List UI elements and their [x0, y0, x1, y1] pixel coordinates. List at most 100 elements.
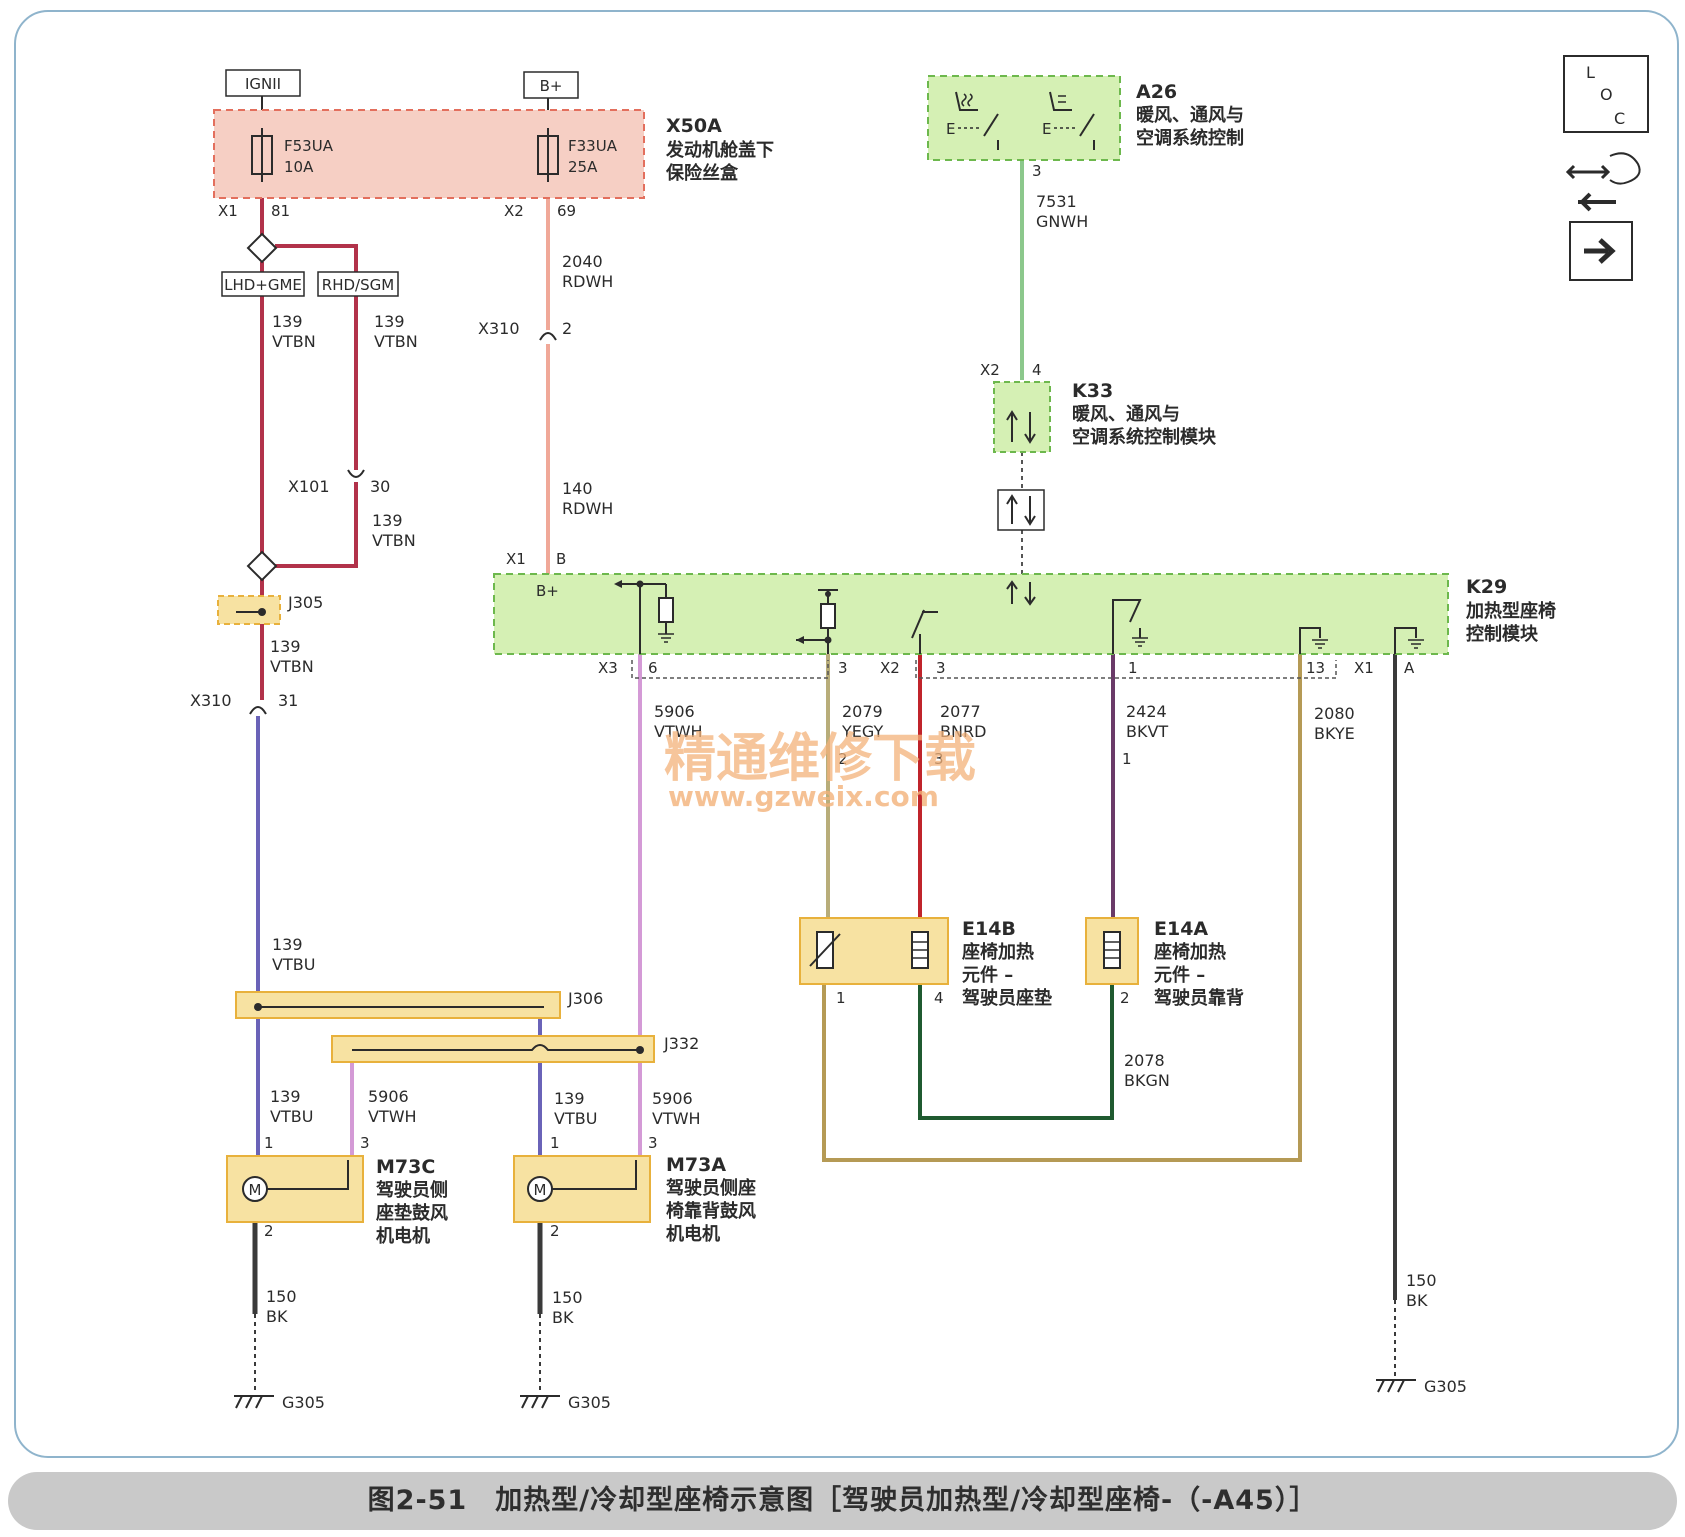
e14b-id: E14B	[962, 918, 1016, 940]
a26-desc-2: 空调系统控制	[1136, 127, 1244, 149]
inline-connector-x310-2	[539, 332, 557, 341]
figure-caption: 图2-51 加热型/冷却型座椅示意图［驾驶员加热型/冷却型座椅-（-A45）］	[367, 1485, 1318, 1516]
pin-k29-6: 6	[648, 659, 658, 677]
wire-label-vtwh-b: VTWH	[368, 1107, 417, 1126]
ground-g305-3: G305	[1424, 1377, 1467, 1396]
wire-label-vtbu-b: VTBU	[270, 1107, 313, 1126]
wire-label-bk-c: BK	[1406, 1291, 1428, 1310]
conn-k29-x1b: X1	[1354, 659, 1374, 677]
k29-desc-2: 控制模块	[1466, 623, 1539, 645]
svg-text:L: L	[1586, 63, 1595, 82]
e14a-heater-element	[1085, 917, 1139, 985]
wire-label-bnrd: BNRD	[940, 722, 986, 741]
ground-symbol-2	[520, 1395, 560, 1409]
pin-k29-3a: 3	[838, 659, 848, 677]
wire-label-139-f: 139	[270, 1087, 301, 1106]
m73a-id: M73A	[666, 1154, 726, 1176]
wire-label-150-a: 150	[266, 1287, 297, 1306]
wire-label-yegy: YEGY	[841, 722, 883, 741]
a26-desc-1: 暖风、通风与	[1136, 104, 1244, 126]
wire-label-5906-a: 5906	[654, 702, 695, 721]
serial-data-box	[997, 489, 1045, 531]
batt-power-label: B+	[523, 71, 579, 99]
pin-x1-81: 81	[271, 202, 290, 220]
svg-text:O: O	[1600, 85, 1613, 104]
k29-module: B+	[493, 573, 1449, 655]
option-rhd-sgm: RHD/SGM	[317, 271, 399, 297]
conn-x310-label-a: X310	[190, 691, 232, 710]
pin-e14a-2: 2	[1120, 989, 1130, 1007]
pin-m73c-2: 2	[264, 1222, 274, 1240]
wire-label-150-b: 150	[552, 1288, 583, 1307]
harness-icon[interactable]	[1565, 152, 1641, 212]
k29-bplus-label: B+	[536, 582, 559, 600]
conn-x101-label: X101	[288, 477, 330, 496]
e14b-heater-element	[799, 917, 949, 985]
wire-label-139-g: 139	[554, 1089, 585, 1108]
m73a-motor: M	[513, 1155, 651, 1223]
next-arrow-icon[interactable]	[1569, 221, 1633, 281]
pin-a26-3: 3	[1032, 162, 1042, 180]
pin-m73c-1: 1	[264, 1134, 274, 1152]
fuse-f53ua-name: F53UA	[284, 137, 334, 155]
conn-k33-x2: X2	[980, 361, 1000, 379]
serial-data-icon	[1006, 410, 1036, 444]
inline-connector-x101	[347, 469, 365, 478]
fuse-f33ua-name: F33UA	[568, 137, 618, 155]
splice-pack-j306	[235, 991, 561, 1019]
wire-label-2079: 2079	[842, 702, 883, 721]
wire-139-vtbn-rhd	[275, 244, 358, 470]
wire-label-vtbn-a: VTBN	[272, 332, 316, 351]
svg-text:C: C	[1614, 109, 1625, 128]
pin-m73a-2: 2	[550, 1222, 560, 1240]
svg-text:LHD+GME: LHD+GME	[224, 276, 302, 294]
ground-g305-2: G305	[568, 1393, 611, 1412]
conn-x1-label: X1	[218, 202, 238, 220]
k29-connector-x2	[915, 660, 1337, 679]
wire-label-2424: 2424	[1126, 702, 1167, 721]
pin-x101-30: 30	[370, 477, 390, 496]
wire-label-5906-c: 5906	[652, 1089, 693, 1108]
option-lhd-gme: LHD+GME	[221, 271, 305, 297]
conn-x2-label: X2	[504, 202, 524, 220]
ign-label-text: IGNII	[245, 75, 281, 93]
k29-desc-1: 加热型座椅	[1465, 600, 1556, 622]
e14b-desc-2: 元件 –	[962, 964, 1013, 986]
k33-module	[993, 381, 1051, 453]
m73a-desc-3: 机电机	[666, 1223, 720, 1245]
wire-label-rdwh-b: RDWH	[562, 499, 613, 518]
m73c-motor: M	[226, 1155, 364, 1223]
j332-label: J332	[663, 1034, 699, 1053]
x50a-desc-2: 保险丝盒	[665, 162, 739, 184]
k29-id: K29	[1466, 576, 1507, 598]
e14b-desc-3: 驾驶员座垫	[962, 987, 1052, 1009]
a26-control-panel: E E	[927, 75, 1121, 161]
k29-serial-icon	[1006, 580, 1036, 606]
wire-label-vtbu-c: VTBU	[554, 1109, 597, 1128]
wire-label-gnwh: GNWH	[1036, 212, 1088, 231]
wire-label-139-e: 139	[272, 935, 303, 954]
caption-bar	[8, 1472, 1677, 1530]
pin-e14b-1: 1	[836, 989, 846, 1007]
conn-k29-x1: X1	[506, 550, 526, 568]
splice-top	[246, 232, 278, 264]
loc-icon[interactable]: L O C	[1563, 55, 1649, 133]
m73c-desc-3: 机电机	[376, 1225, 430, 1247]
pin-e14b-2: 2	[838, 750, 848, 768]
splice-pack-j332	[331, 1035, 655, 1063]
j306-label: J306	[567, 989, 603, 1008]
conn-k29-x3: X3	[598, 659, 618, 677]
svg-text:RHD/SGM: RHD/SGM	[322, 276, 394, 294]
wire-label-140: 140	[562, 479, 593, 498]
inline-connector-x310-31	[249, 706, 267, 715]
wire-label-139-d: 139	[270, 637, 301, 656]
k29-connector-x3	[631, 660, 829, 679]
splice-pack-j305	[217, 595, 281, 625]
m73a-desc-2: 椅靠背鼓风	[666, 1200, 756, 1222]
wire-label-bkgn: BKGN	[1124, 1071, 1170, 1090]
wire-label-vtbn-d: VTBN	[270, 657, 314, 676]
pin-x310-2: 2	[562, 319, 572, 338]
k33-desc-1: 暖风、通风与	[1072, 403, 1180, 425]
pin-m73c-3: 3	[360, 1134, 370, 1152]
conn-k29-x2: X2	[880, 659, 900, 677]
